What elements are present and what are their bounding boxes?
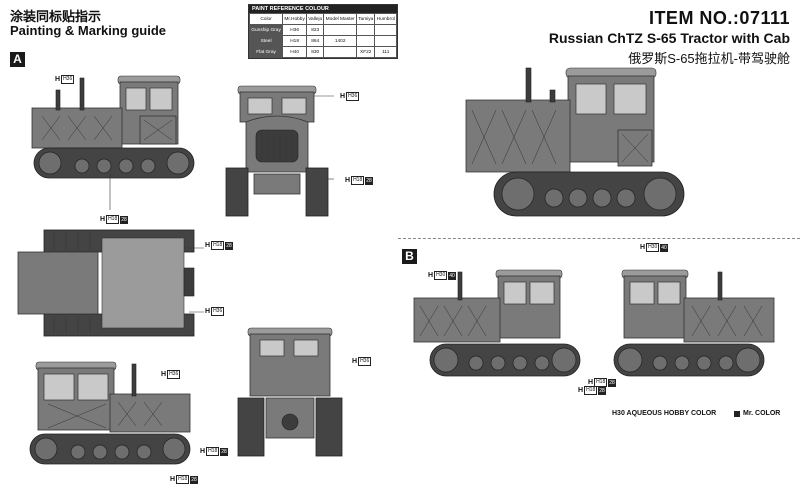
paint-cell	[355, 24, 376, 36]
cab-window	[149, 87, 173, 111]
tractor-top-view-a	[17, 229, 204, 337]
idler-wheel	[166, 151, 190, 175]
legend-aqueous: H30 AQUEOUS HOBBY COLOR	[612, 410, 716, 417]
paint-cell: XF22	[355, 46, 376, 58]
mr-color-square-icon	[734, 410, 740, 417]
model-name-chinese: 俄罗斯S-65拖拉机-带驾驶舱	[628, 51, 790, 66]
paint-reference-table: PAINT REFERENCE COLOUR Color Mr.Hobby Va…	[248, 4, 398, 59]
paint-cell: 864	[306, 35, 325, 47]
paint-cell: 1402	[323, 35, 357, 47]
title-chinese: 涂装同标贴指示	[10, 9, 102, 24]
paint-cell: H36	[282, 24, 308, 36]
legend-mr-color: Mr. COLOR	[734, 410, 780, 417]
paint-table-row: Gunship Gray H36 823	[248, 24, 397, 36]
paint-cell	[374, 24, 397, 36]
tractor-hero-view	[465, 67, 685, 217]
paint-cell: 111	[374, 46, 397, 58]
engine-hood	[31, 107, 123, 149]
paint-cell	[374, 35, 397, 47]
tractor-rear-side-view-a	[29, 361, 191, 465]
paint-color-name: Flat Gray	[248, 46, 284, 58]
paint-color-name: Steel	[248, 35, 284, 47]
title-english: Painting & Marking guide	[10, 23, 167, 38]
section-a-marker: A	[10, 52, 25, 67]
paint-header-cell: Mr.Hobby	[282, 13, 308, 25]
paint-table-row: Flat Gray H40 830 XF22 111	[248, 46, 397, 58]
paint-color-name: Gunship Gray	[248, 24, 284, 36]
paint-header-cell: Color	[248, 13, 284, 25]
legend-mr-color-label: Mr. COLOR	[743, 410, 781, 417]
tractor-front-view-a	[225, 85, 334, 217]
exhaust-pipe	[79, 77, 85, 111]
paint-cell: H40	[282, 46, 308, 58]
sprocket	[38, 151, 62, 175]
section-b-marker: B	[402, 249, 417, 264]
legend-aqueous-label: H30 AQUEOUS HOBBY COLOR	[612, 410, 717, 417]
paint-header-cell: Vallejo	[306, 13, 325, 25]
paint-cell: 823	[306, 24, 325, 36]
section-divider	[398, 238, 800, 239]
tractor-variant-b1	[413, 269, 581, 377]
paint-header-cell: Humbrol	[374, 13, 397, 25]
tractor-rear-view-a	[237, 327, 343, 457]
tractor-variant-b2	[613, 269, 775, 377]
tractor-side-view-a	[31, 75, 195, 210]
track	[33, 147, 195, 179]
paint-header-cell: Model Master	[323, 13, 357, 25]
paint-cell	[323, 24, 357, 36]
paint-cell	[355, 35, 376, 47]
paint-header-cell: Tamiya	[355, 13, 376, 25]
paint-cell	[323, 46, 357, 58]
item-number: ITEM NO.:07111	[648, 8, 790, 28]
paint-table-title: PAINT REFERENCE COLOUR	[249, 5, 397, 13]
model-name-english: Russian ChTZ S-65 Tractor with Cab	[548, 30, 790, 46]
air-intake	[55, 89, 61, 111]
paint-table-header-row: Color Mr.Hobby Vallejo Model Master Tami…	[248, 13, 397, 25]
paint-cell: H18	[282, 35, 308, 47]
paint-table-row: Steel H18 864 1402	[248, 35, 397, 47]
cab-window	[125, 87, 147, 111]
paint-cell: 830	[306, 46, 325, 58]
